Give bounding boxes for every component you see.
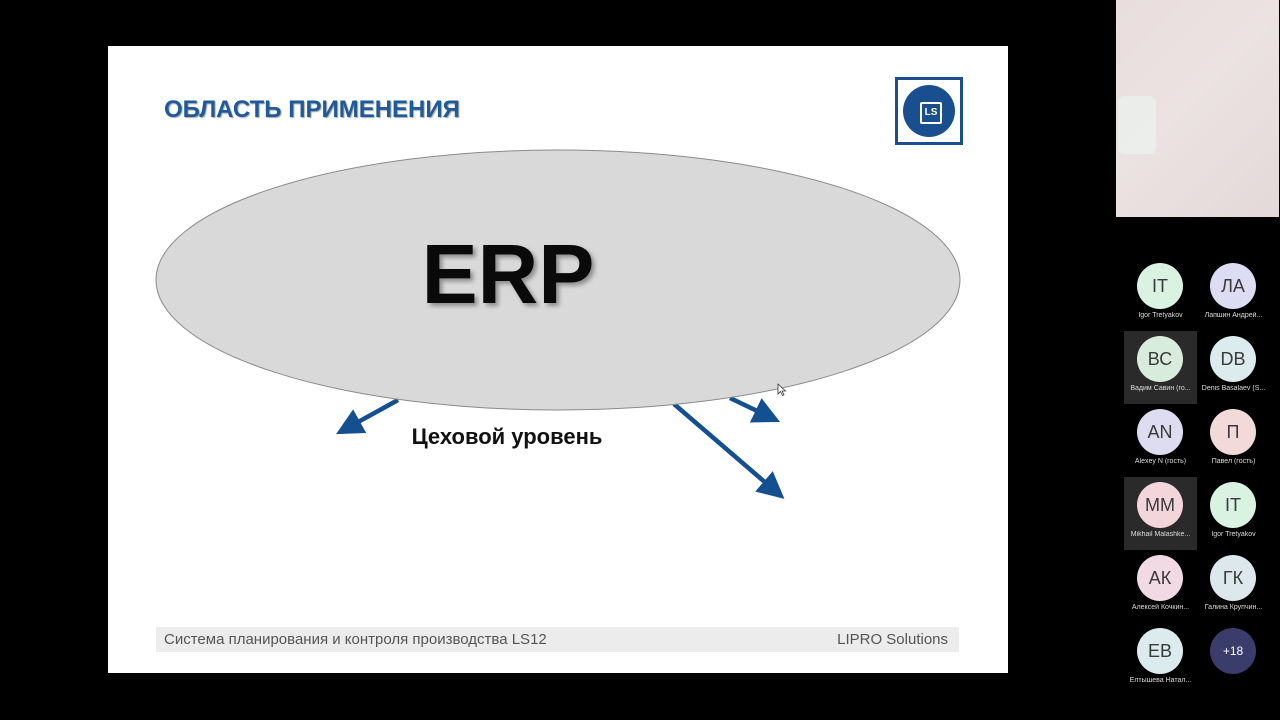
participant-tile[interactable]: ЛА Лапшин Андрей... [1197, 258, 1270, 331]
participant-avatar: П [1210, 409, 1256, 455]
participant-name: Igor Tretyakov [1138, 312, 1183, 319]
participant-tile[interactable]: IT Igor Tretyakov [1197, 477, 1270, 550]
participant-name: Alexey N (гость) [1134, 458, 1187, 465]
ls-logo: LS [895, 77, 963, 145]
participant-tile[interactable]: АК Алексей Кочкин... [1124, 550, 1197, 623]
participant-name: Елтышева Натал... [1129, 677, 1192, 684]
participant-avatar: IT [1137, 263, 1183, 309]
participant-name: Павел (гость) [1211, 458, 1256, 465]
arrow-right-long [672, 402, 785, 499]
participant-name: Denis Basalaev (S... [1201, 385, 1266, 392]
participant-name: Алексей Кочкин... [1131, 604, 1190, 611]
shop-level-label: Цеховой уровень [411, 424, 603, 449]
participant-avatar: IT [1210, 482, 1256, 528]
erp-ellipse [155, 149, 961, 411]
erp-diagram [155, 149, 961, 499]
participant-avatar: MM [1137, 482, 1183, 528]
footer-system-name: Система планирования и контроля производ… [164, 631, 547, 648]
participant-tile[interactable]: П Павел (гость) [1197, 404, 1270, 477]
participant-avatar: AN [1137, 409, 1183, 455]
video-background-object [1118, 96, 1156, 154]
footer-company: LIPRO Solutions [837, 631, 948, 648]
arrow-left [336, 398, 400, 435]
logo-circle: LS [903, 85, 955, 137]
participant-tile[interactable]: MM Mikhail Malashke... [1124, 477, 1197, 550]
participant-avatar: ВС [1137, 336, 1183, 382]
participant-tile[interactable]: ВС Вадим Савин (го... [1124, 331, 1197, 404]
slide-footer: Система планирования и контроля производ… [156, 627, 959, 652]
slide-title: ОБЛАСТЬ ПРИМЕНЕНИЯ [164, 96, 460, 123]
participant-avatar: ГК [1210, 555, 1256, 601]
more-participants-tile[interactable]: +18 [1197, 623, 1270, 696]
participant-avatar: АК [1137, 555, 1183, 601]
participant-tile[interactable]: DB Denis Basalaev (S... [1197, 331, 1270, 404]
arrows [336, 395, 785, 499]
participant-name: Igor Tretyakov [1211, 531, 1256, 538]
participant-tile[interactable]: ГК Галина Крупчин... [1197, 550, 1270, 623]
more-participants-badge[interactable]: +18 [1210, 628, 1256, 674]
participant-name: Вадим Савин (го... [1130, 385, 1191, 392]
participant-name: Галина Крупчин... [1204, 604, 1263, 611]
mouse-cursor-icon [777, 383, 787, 397]
participant-tile[interactable]: IT Igor Tretyakov [1124, 258, 1197, 331]
participant-name: Mikhail Malashke... [1130, 531, 1191, 538]
speaker-video-tile[interactable] [1116, 0, 1279, 217]
erp-label: ERP [421, 227, 595, 321]
participant-avatar: ЛА [1210, 263, 1256, 309]
participant-tile[interactable]: ЕВ Елтышева Натал... [1124, 623, 1197, 696]
presentation-slide: ОБЛАСТЬ ПРИМЕНЕНИЯ LS ERP Цеховой уровен… [108, 46, 1008, 673]
participants-grid: IT Igor Tretyakov ЛА Лапшин Андрей... ВС… [1124, 258, 1280, 698]
participant-avatar: ЕВ [1137, 628, 1183, 674]
logo-mark: LS [920, 102, 942, 124]
arrow-right-short [729, 395, 781, 423]
participant-name: Лапшин Андрей... [1204, 312, 1263, 319]
participant-tile[interactable]: AN Alexey N (гость) [1124, 404, 1197, 477]
participant-avatar: DB [1210, 336, 1256, 382]
